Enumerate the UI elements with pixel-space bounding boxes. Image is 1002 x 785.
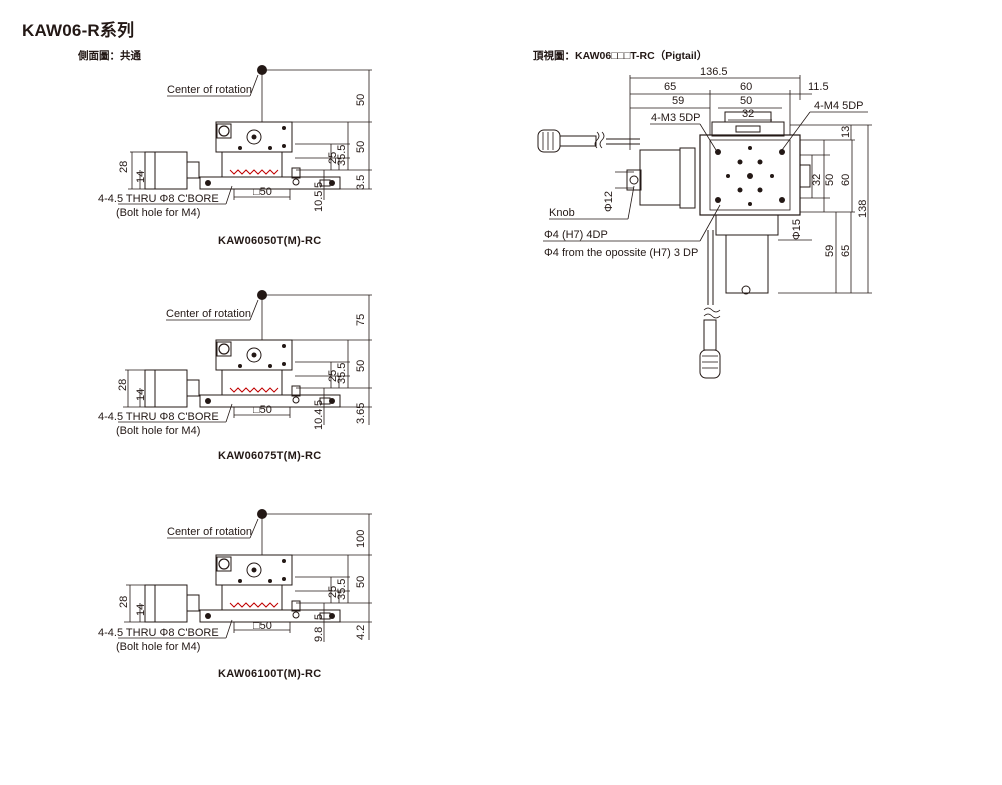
- dim-11-5: 11.5: [808, 81, 829, 93]
- dim-60: 60: [840, 174, 852, 186]
- dim-5: 5: [313, 400, 325, 406]
- dim-height-top: 75: [355, 314, 367, 326]
- dim-60: 60: [740, 81, 752, 93]
- dim-14: 14: [135, 604, 147, 616]
- dim-28: 28: [118, 161, 130, 173]
- dim-5: 5: [313, 614, 325, 620]
- dim-phi15: Φ15: [791, 219, 803, 240]
- top-view: 136.5 65 60 11.5 59 50 32 13 32 50 60 13…: [537, 66, 872, 379]
- dim-13: 13: [840, 126, 852, 138]
- page-title: KAW06-R系列: [22, 21, 135, 40]
- dim-59: 59: [672, 95, 684, 107]
- dim-14: 14: [135, 171, 147, 183]
- dim-50: 50: [824, 174, 836, 186]
- rotation-label: Center of rotation: [167, 84, 252, 96]
- bolt-note: (Bolt hole for M4): [116, 641, 200, 653]
- m3-label: 4-M3 5DP: [651, 112, 701, 124]
- dim-35-5: 35.5: [336, 145, 348, 166]
- top-view-label: 頂視圖：KAW06□□□T-RC（Pigtail）: [533, 50, 708, 62]
- dim-138: 138: [857, 200, 869, 218]
- dim-28: 28: [118, 596, 130, 608]
- rotation-label: Center of rotation: [166, 308, 251, 320]
- square-50-label: □50: [253, 186, 272, 198]
- bolt-label: 4-4.5 THRU Φ8 C'BORE: [98, 411, 219, 423]
- bolt-note: (Bolt hole for M4): [116, 207, 200, 219]
- caption-kaw06100: KAW06100T(M)-RC: [218, 668, 322, 680]
- side-view-kaw06100: Center of rotation 100 50 35.5 25 4.2 9.…: [98, 509, 372, 653]
- dim-4-2: 4.2: [355, 625, 367, 640]
- dim-9-8: 9.8: [313, 627, 325, 642]
- side-view-kaw06050: Center of rotation 50 50 35.5 25 3.5 10.…: [98, 65, 372, 219]
- dim-35-5: 35.5: [336, 579, 348, 600]
- knob-label: Knob: [549, 207, 575, 219]
- dim-height-top: 50: [355, 94, 367, 106]
- dim-10-5: 10.5: [313, 191, 325, 212]
- m4-label: 4-M4 5DP: [814, 100, 864, 112]
- mounting-holes: [715, 146, 785, 206]
- dim-65: 65: [840, 245, 852, 257]
- bolt-label: 4-4.5 THRU Φ8 C'BORE: [98, 193, 219, 205]
- square-50-label: □50: [253, 620, 272, 632]
- dim-35-5: 35.5: [336, 363, 348, 384]
- dim-3-65: 3.65: [355, 403, 367, 424]
- dim-50: 50: [740, 95, 752, 107]
- dim-28: 28: [117, 379, 129, 391]
- dim-3-5: 3.5: [355, 175, 367, 190]
- dim-25: 25: [327, 152, 339, 164]
- dim-50: 50: [355, 360, 367, 372]
- bolt-label: 4-4.5 THRU Φ8 C'BORE: [98, 627, 219, 639]
- dim-25: 25: [327, 370, 339, 382]
- dim-50: 50: [355, 576, 367, 588]
- side-view-kaw06075: Center of rotation 75 50 35.5 25 3.65 10…: [98, 290, 372, 437]
- dim-32: 32: [742, 108, 754, 120]
- rotation-label: Center of rotation: [167, 526, 252, 538]
- square-50-label: □50: [253, 404, 272, 416]
- phi4-opposite-label: Φ4 from the opossite (H7) 3 DP: [544, 247, 698, 259]
- dim-height-top: 100: [355, 530, 367, 548]
- dim-32: 32: [811, 174, 823, 186]
- side-view-label: 側面圖：共通: [78, 50, 141, 62]
- pigtail-connector-left: [537, 129, 640, 153]
- dim-10-4: 10.4: [313, 409, 325, 430]
- dim-59: 59: [824, 245, 836, 257]
- dim-25: 25: [327, 586, 339, 598]
- caption-kaw06075: KAW06075T(M)-RC: [218, 450, 322, 462]
- dim-14: 14: [135, 389, 147, 401]
- dim-136-5: 136.5: [700, 66, 728, 78]
- bolt-note: (Bolt hole for M4): [116, 425, 200, 437]
- caption-kaw06050: KAW06050T(M)-RC: [218, 235, 322, 247]
- dim-50: 50: [355, 141, 367, 153]
- dim-65: 65: [664, 81, 676, 93]
- phi4-label: Φ4 (H7) 4DP: [544, 229, 608, 241]
- dim-5: 5: [313, 182, 325, 188]
- dim-phi12: Φ12: [603, 191, 615, 212]
